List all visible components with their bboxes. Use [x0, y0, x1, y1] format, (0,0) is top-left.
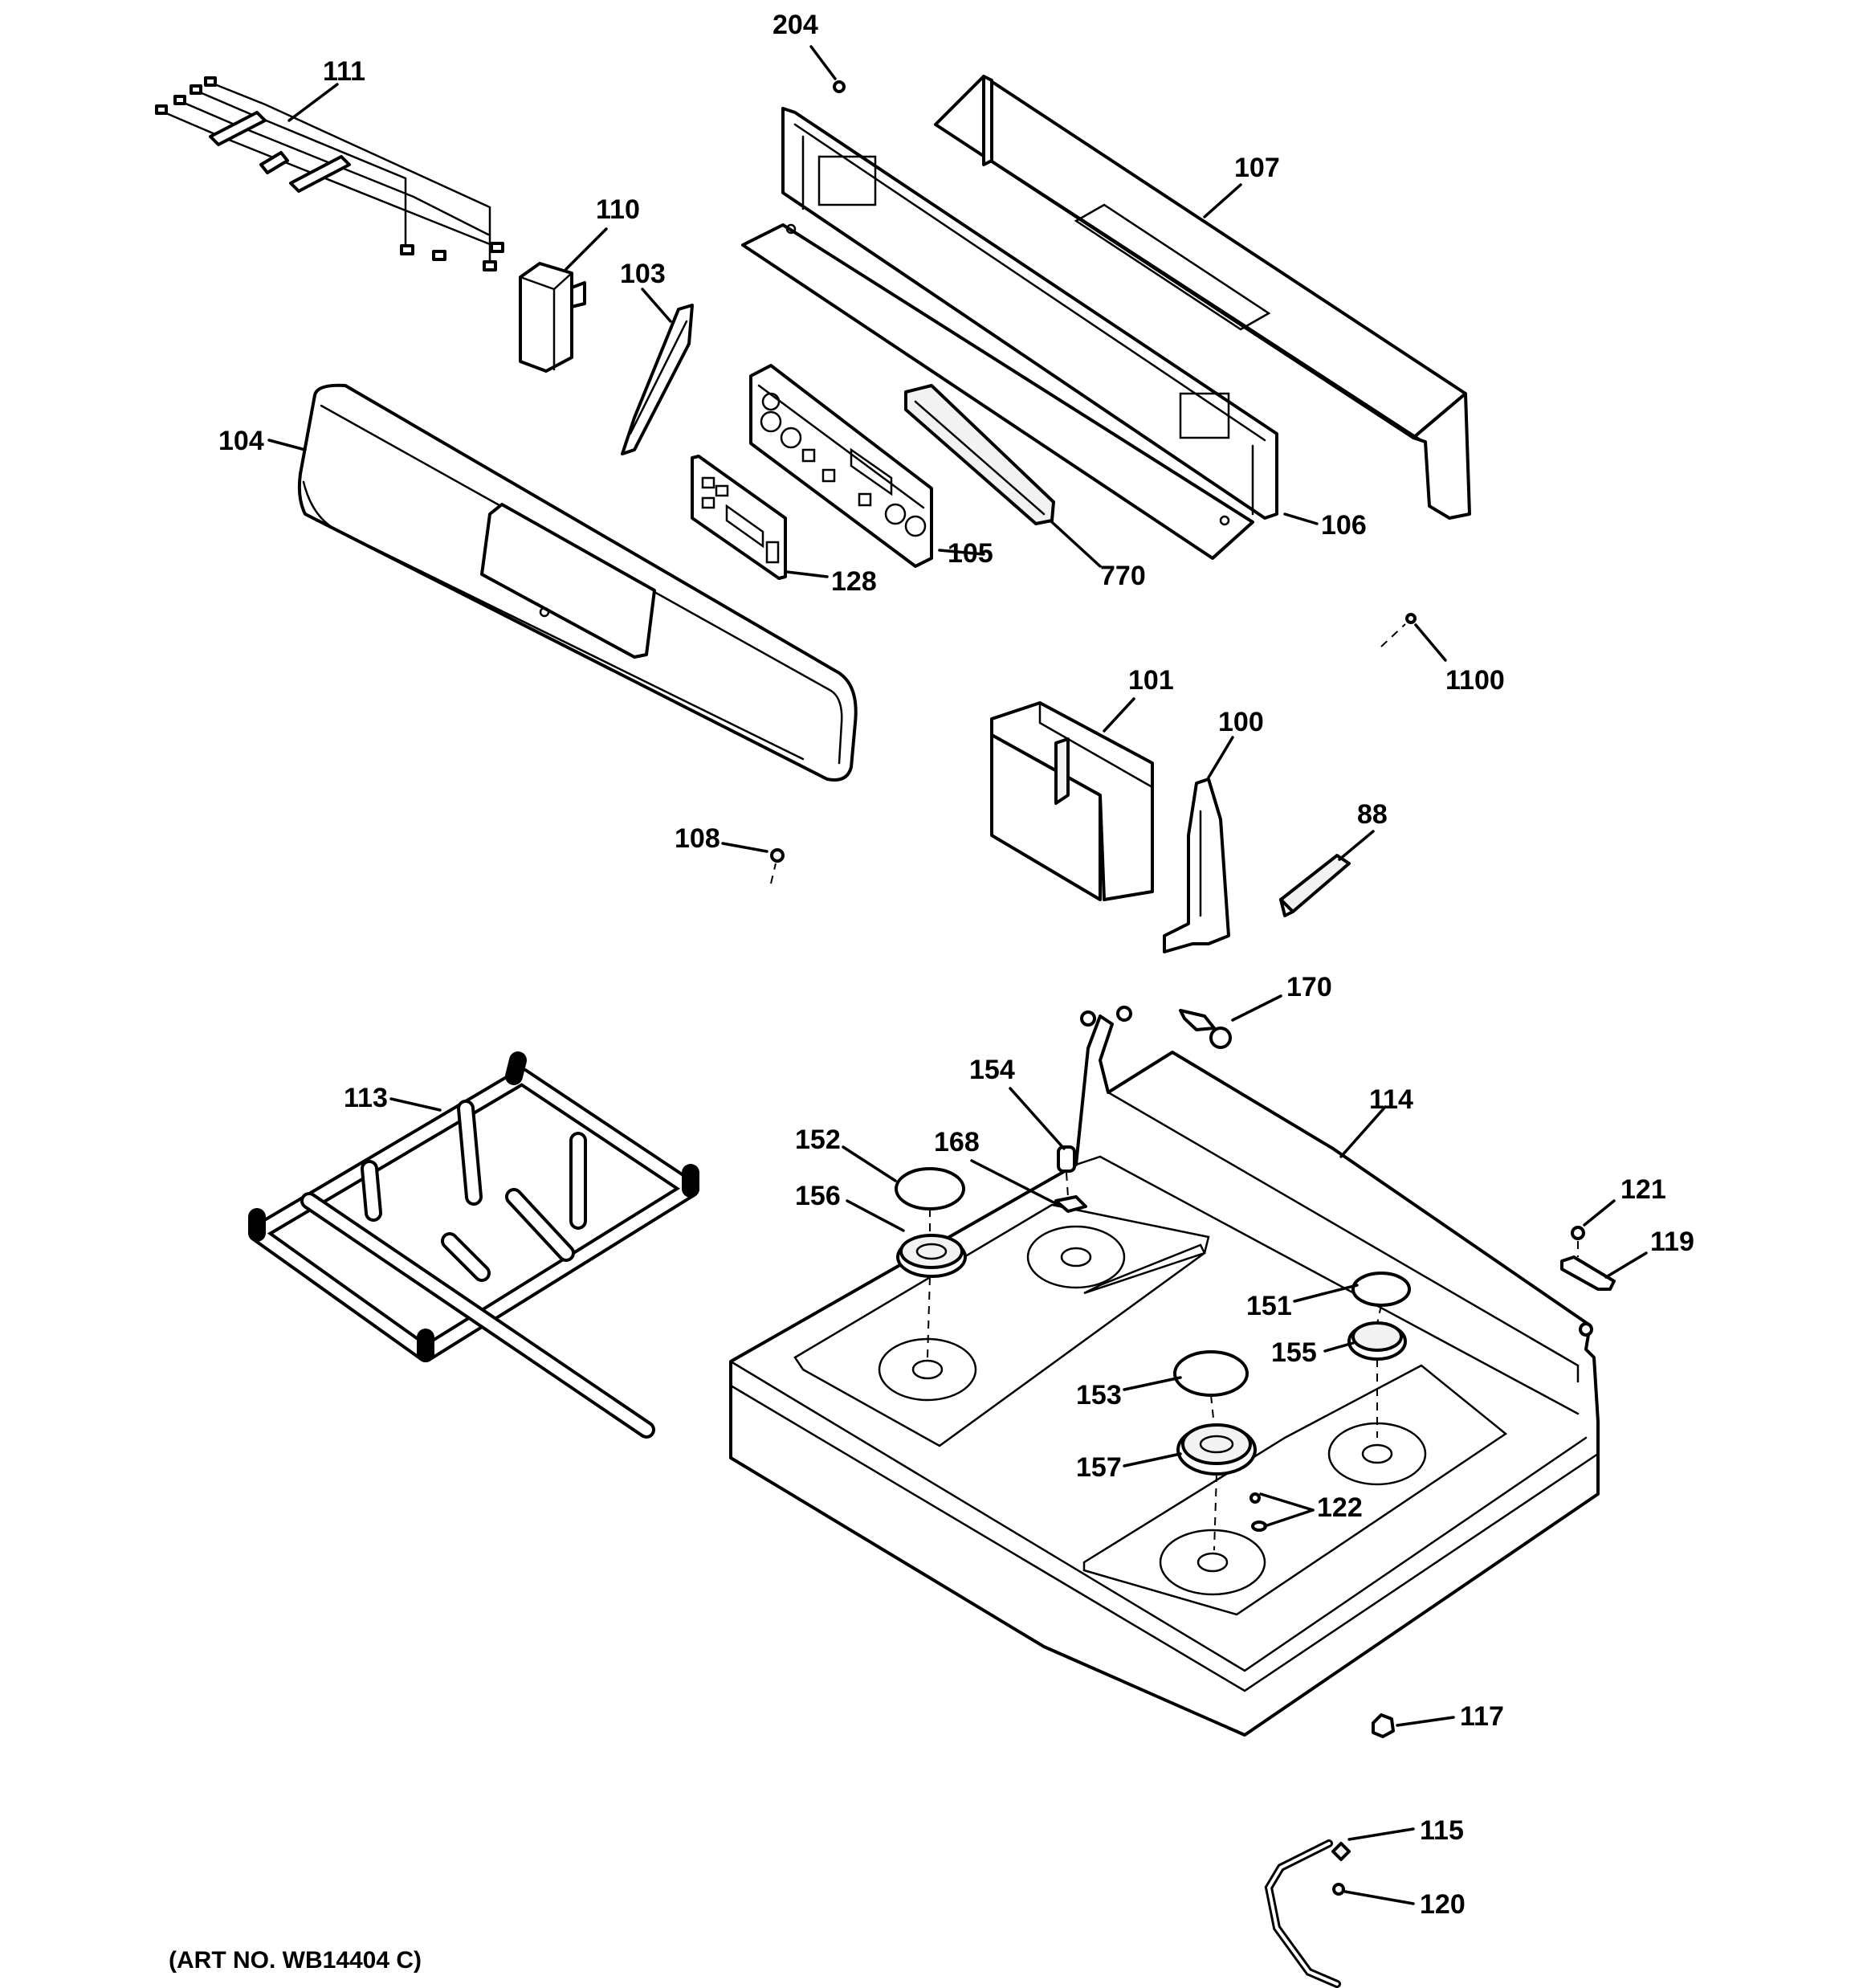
callout-121: 121 [1620, 1174, 1666, 1205]
callout-1100: 1100 [1445, 665, 1505, 696]
part-igniter-154 [1057, 1145, 1076, 1173]
part-trim [904, 384, 1055, 525]
part-backsplash-frame [741, 107, 1278, 560]
callout-100: 100 [1218, 707, 1264, 737]
part-control-panel [297, 383, 858, 782]
part-rod-115 [1264, 1839, 1351, 1988]
part-burner-head-157 [1176, 1423, 1257, 1476]
part-screw-121 [1571, 1226, 1585, 1240]
callout-114: 114 [1369, 1084, 1413, 1115]
callout-110: 110 [596, 194, 640, 225]
part-screw-204 [833, 80, 846, 93]
art-number: (ART NO. WB14404 C) [169, 1947, 422, 1974]
callout-153: 153 [1076, 1380, 1122, 1410]
part-burner-cap-153 [1173, 1350, 1249, 1397]
callout-120: 120 [1420, 1889, 1466, 1920]
callout-labels: 204 111 107 110 103 104 106 105 128 770 … [169, 10, 1694, 1974]
callout-107: 107 [1234, 153, 1280, 183]
callout-106: 106 [1321, 510, 1367, 541]
part-nut-117 [1372, 1713, 1395, 1738]
part-wire-harness [155, 76, 504, 271]
callout-204: 204 [773, 10, 818, 40]
callout-157: 157 [1076, 1452, 1122, 1483]
part-screw-108 [770, 848, 785, 884]
callout-101: 101 [1128, 665, 1174, 696]
leader-lines [267, 45, 1648, 1905]
part-wire-bracket [621, 304, 694, 455]
part-88 [1279, 854, 1351, 917]
part-vent-trim [934, 75, 1471, 520]
part-screw-120 [1332, 1883, 1345, 1896]
callout-154: 154 [969, 1055, 1015, 1085]
part-connector [519, 262, 586, 373]
callout-122: 122 [1317, 1492, 1363, 1523]
part-overlay [691, 455, 787, 580]
part-bracket-101 [990, 701, 1154, 901]
callout-115: 115 [1420, 1815, 1464, 1846]
part-cooktop [729, 1006, 1600, 1737]
part-burner-head-155 [1347, 1321, 1407, 1361]
callout-770: 770 [1100, 561, 1146, 591]
callout-108: 108 [675, 823, 720, 854]
callout-111: 111 [323, 56, 365, 87]
part-burner-cap-151 [1351, 1272, 1411, 1307]
callout-103: 103 [620, 259, 666, 289]
part-bracket-100 [1163, 778, 1230, 953]
part-burner-grates [248, 1051, 699, 1439]
assembly-lines [927, 1172, 1579, 1551]
callout-156: 156 [795, 1181, 841, 1211]
callout-152: 152 [795, 1125, 841, 1155]
part-igniter-168 [1054, 1195, 1087, 1213]
callout-155: 155 [1271, 1337, 1317, 1368]
part-electronic-control [749, 364, 933, 568]
callout-168: 168 [934, 1127, 980, 1157]
part-screw-170 [1179, 1009, 1232, 1049]
callout-105: 105 [948, 538, 993, 569]
callout-170: 170 [1286, 972, 1332, 1002]
callout-151: 151 [1246, 1291, 1292, 1321]
callout-113: 113 [344, 1083, 388, 1113]
callout-119: 119 [1650, 1227, 1694, 1257]
callout-88: 88 [1357, 799, 1388, 830]
callout-128: 128 [831, 566, 877, 597]
callout-104: 104 [218, 426, 264, 456]
part-burner-cap-152 [895, 1167, 965, 1210]
callout-117: 117 [1460, 1701, 1504, 1732]
part-burner-head-156 [896, 1234, 967, 1278]
part-screw-1100 [1380, 613, 1417, 647]
part-bracket-119 [1560, 1255, 1616, 1291]
